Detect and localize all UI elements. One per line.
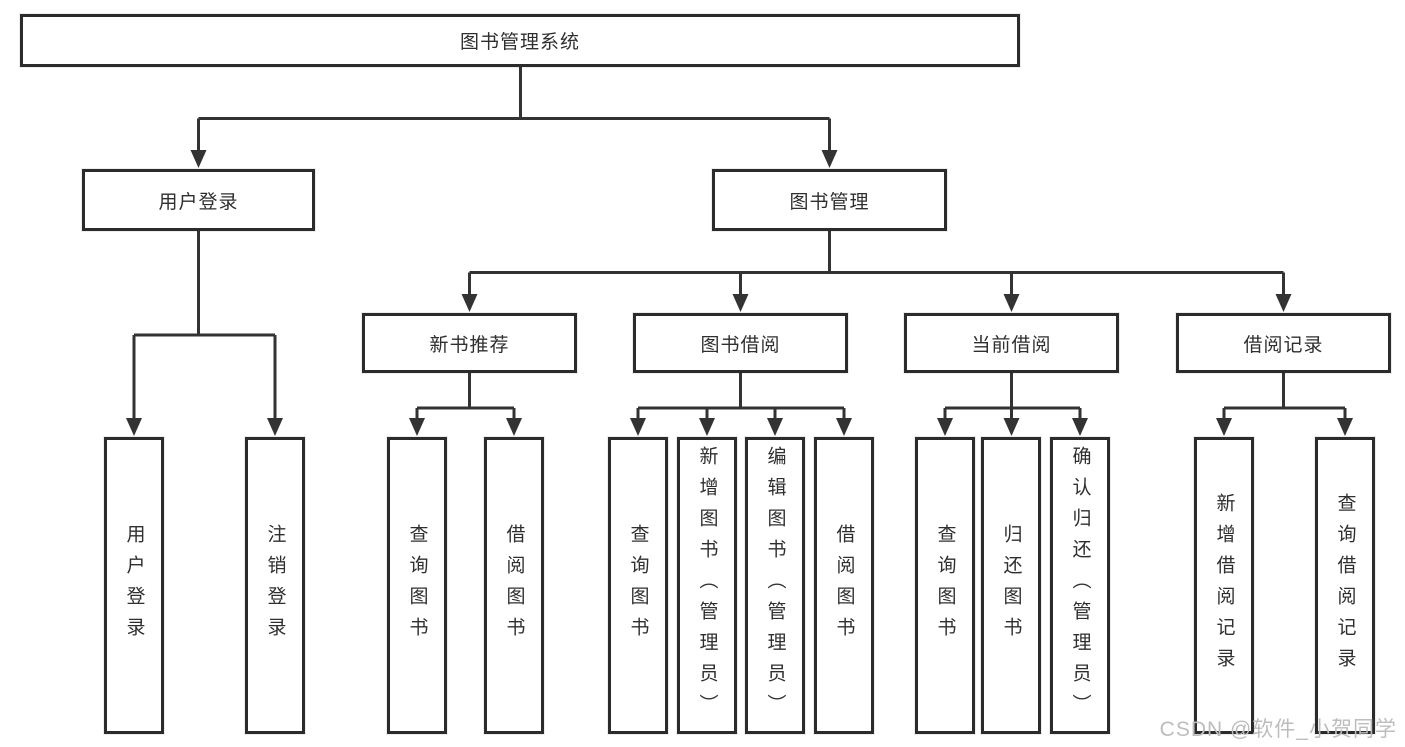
leaf-user-login: 用户登录 (104, 437, 164, 734)
node-label: 编辑图书（管理员） (764, 446, 786, 725)
leaf-return-books: 归还图书 (981, 437, 1041, 734)
node-label: 借阅记录 (1243, 334, 1324, 356)
leaf-borrow-books: 借阅图书 (814, 437, 874, 734)
leaf-query-books-recommend: 查询图书 (387, 437, 447, 734)
node-label: 借阅图书 (503, 523, 525, 648)
node-label: 注销登录 (264, 523, 286, 648)
node-label: 图书管理系统 (459, 32, 580, 53)
node-label: 归还图书 (1000, 523, 1022, 648)
leaf-confirm-return-admin: 确认归还（管理员） (1050, 437, 1110, 734)
leaf-edit-books-admin: 编辑图书（管理员） (745, 437, 805, 734)
leaf-query-books-borrow: 查询图书 (608, 437, 668, 734)
leaf-add-books-admin: 新增图书（管理员） (677, 437, 737, 734)
node-label: 当前借阅 (971, 334, 1052, 356)
node-user-login: 用户登录 (82, 169, 315, 231)
leaf-query-books-current: 查询图书 (915, 437, 975, 734)
node-label: 新增借阅记录 (1213, 492, 1235, 679)
node-label: 图书借阅 (700, 334, 781, 356)
node-label: 图书管理 (789, 191, 870, 213)
node-library-system-root: 图书管理系统 (20, 14, 1020, 67)
node-label: 用户登录 (123, 523, 145, 648)
node-label: 新增图书（管理员） (696, 446, 718, 725)
leaf-add-borrow-record: 新增借阅记录 (1194, 437, 1254, 734)
node-label: 确认归还（管理员） (1069, 446, 1091, 725)
leaf-logout: 注销登录 (245, 437, 305, 734)
node-new-book-recommend: 新书推荐 (362, 313, 577, 373)
node-book-management: 图书管理 (712, 169, 947, 231)
node-label: 查询借阅记录 (1334, 492, 1356, 679)
node-label: 查询图书 (406, 523, 428, 648)
node-current-borrowing: 当前借阅 (904, 313, 1119, 373)
node-label: 查询图书 (627, 523, 649, 648)
node-book-borrowing: 图书借阅 (633, 313, 848, 373)
node-borrowing-records: 借阅记录 (1176, 313, 1391, 373)
node-label: 查询图书 (934, 523, 956, 648)
leaf-query-borrow-record: 查询借阅记录 (1315, 437, 1375, 734)
node-label: 借阅图书 (833, 523, 855, 648)
node-label: 用户登录 (158, 191, 239, 213)
node-label: 新书推荐 (429, 334, 510, 356)
leaf-borrow-books-recommend: 借阅图书 (484, 437, 544, 734)
